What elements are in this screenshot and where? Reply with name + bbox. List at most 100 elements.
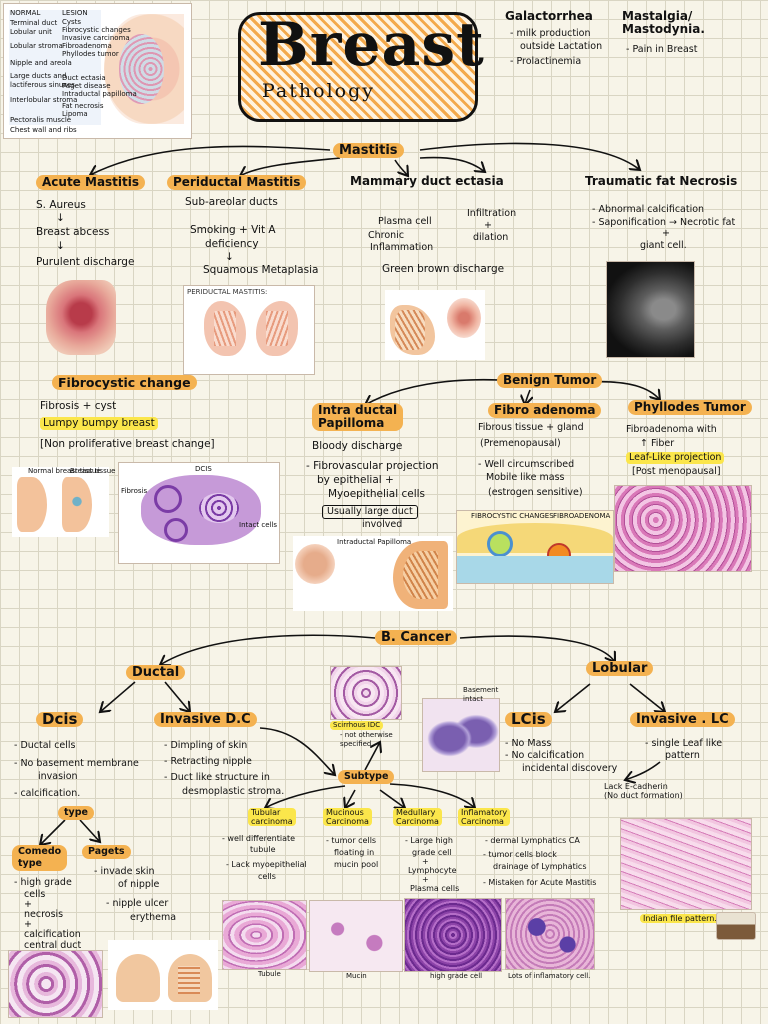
subtype-label: Subtype [338,770,395,784]
fat-line: - Abnormal calcification [592,204,705,215]
acute-line: S. Aureus [36,199,86,211]
pagets-figure [108,940,218,1010]
ectasia-right: Infiltration [467,208,517,219]
idc-line: desmoplastic stroma. [182,786,285,797]
fibroadenoma-line: - Well circumscribed [478,459,575,470]
comedo-title: Comedo type [12,845,68,871]
dcis-line: - No basement membrane [14,758,139,769]
fibrocystic-histology-figure: Fibrosis DCIS Intact cells [118,462,280,564]
scirrhous-histology [330,666,402,720]
tubular-histology [222,900,307,970]
intact-label: Intact cells [239,521,278,529]
fibroadenoma-left-label: FIBROCYSTIC CHANGES [471,512,554,520]
phyllodes-title: Phyllodes Tumor [628,400,752,415]
phyllodes-histology [614,485,752,572]
dcis-line: - calcification. [14,788,81,799]
periductal-line: Squamous Metaplasia [203,264,319,276]
basement-intact-label: Basement intact [463,686,499,703]
comedo-line: necrosis [24,909,64,920]
subtype-line: - dermal Lymphatics CA [485,836,580,845]
phyllodes-line: Leaf-Like projection [626,452,725,464]
dcis-title: Dcis [36,712,84,727]
periductal-figure-label: PERIDUCTAL MASTITIS: [187,288,268,296]
anatomy-label: Terminal duct Lobular unit [10,19,58,36]
comedo-line: cells [24,889,46,900]
anatomy-label: Large ducts and lactiferous sinuses [10,72,75,89]
fibroadenoma-line: Fibrous tissue + gland [478,422,584,433]
comedo-line: + [24,919,32,930]
fat-necrosis-title: Traumatic fat Necrosis [585,174,738,188]
fibroadenoma-line: (Premenopausal) [480,438,561,449]
comedo-histology [8,950,103,1018]
anatomy-label: Interlobular stroma [10,96,78,104]
ilc-histology [620,818,752,910]
lobular-heading: Lobular [586,661,654,676]
anatomy-label: Chest wall and ribs [10,126,77,134]
phyllodes-line: ↑ Fiber [640,438,675,449]
duct-ectasia-figure [385,290,485,360]
idc-line: - Duct like structure in [164,772,270,783]
ectasia-left: Chronic [368,230,405,241]
dcis-line: invasion [38,771,78,782]
fibroadenoma-title: Fibro adenoma [488,403,602,418]
anatomy-lesion: Fibroadenoma [62,42,112,50]
benign-tumor-heading: Benign Tumor [497,373,603,388]
ductal-heading: Ductal [126,665,186,680]
ilc-line: - single Leaf like [645,738,723,749]
anatomy-lesion-heading: LESION [62,9,88,17]
subtype-line: - tumor cells block [483,850,557,859]
lcis-line: - No calcification [505,750,585,761]
anatomy-lesion: Duct ectasia [62,74,106,82]
anatomy-label: Pectoralis muscle [10,116,72,124]
fat-necrosis-mammogram [606,261,695,358]
acute-arrow: ↓ [56,240,65,252]
page-subtitle: Pathology [262,80,375,102]
subtype-line: - Mistaken for Acute Mastitis [483,878,597,887]
phyllodes-line: [Post menopausal] [632,466,721,477]
page-title: Breast [258,10,485,80]
ectasia-right: + [484,220,492,231]
fat-line: + [662,228,670,239]
ectasia-right: dilation [473,232,509,243]
galactorrhea-heading: Galactorrhea [505,9,593,23]
anatomy-lesion: Fat necrosis [62,102,104,110]
subtype-title: Medullary Carcinoma [393,808,442,826]
fibroadenoma-right-label: FIBROADENOMA [553,512,611,520]
lcis-line: incidental discovery [522,763,618,774]
periductal-mastitis-title: Periductal Mastitis [167,175,307,190]
subtype-title: Mucinous Carcinoma [323,808,372,826]
fat-line: giant cell. [640,240,687,251]
mucinous-caption: Mucin [346,972,367,980]
periductal-line: deficiency [205,238,259,250]
pagets-title: Pagets [82,845,131,859]
title-box [238,12,478,122]
pagets-line: - invade skin [94,866,155,877]
acute-line: Purulent discharge [36,256,135,268]
subtype-title: Inflamatory Carcinoma [458,808,511,826]
inflammatory-histology [505,898,595,970]
idc-title: Invasive D.C [154,712,257,727]
papilloma-line: Myoepithelial cells [328,488,426,500]
cancer-heading: B. Cancer [375,630,457,645]
duct-ectasia-title: Mammary duct ectasia [350,174,504,188]
dcis-line: - Ductal cells [14,740,76,751]
anatomy-label: Nipple and areola [10,59,72,67]
ilc-ecad: Lack E-cadherin (No duct formation) [604,782,683,800]
subtype-line: Plasma cells [410,884,460,893]
acute-mastitis-title: Acute Mastitis [36,175,146,190]
acute-line: Breast abcess [36,226,110,238]
anatomy-lesion: Invasive carcinoma [62,34,130,42]
idc-line: - Retracting nipple [164,756,252,767]
pagets-line: erythema [130,912,177,923]
fibrocystic-breast-figure: Normal breast tissue Breast tissue with … [12,467,184,537]
medullary-caption: high grade cell [430,972,483,980]
galactorrhea-item: - milk production [510,28,591,39]
subtype-line: tubule [250,845,276,854]
comedo-line: central duct [24,940,82,951]
mastitis-heading: Mastitis [333,143,404,158]
ectasia-left: Inflammation [370,242,434,253]
mastalgia-heading: Mastalgia/ Mastodynia. [622,9,705,36]
subtype-line: + [422,875,429,884]
dcis-type-label: type [58,806,94,820]
